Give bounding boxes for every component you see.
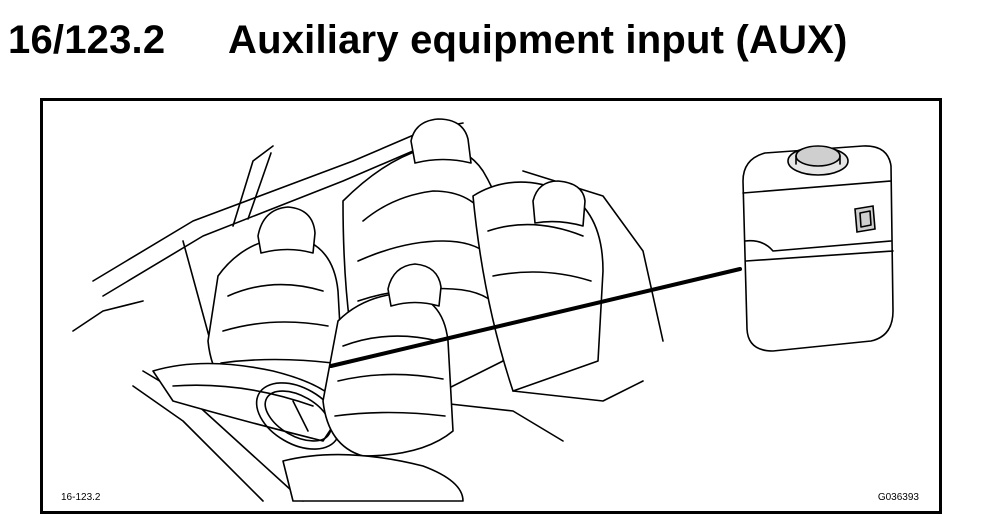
front-right-seat (282, 263, 464, 502)
figure-caption-left: 16-123.2 (61, 492, 101, 503)
aux-unit-icon (742, 145, 894, 352)
section-heading: 16/123.2 Auxiliary equipment input (AUX) (8, 10, 848, 70)
front-left-seat (152, 206, 344, 442)
figure-caption-right: G036393 (877, 492, 919, 503)
illustration-frame: 16-123.2 G036393 (40, 98, 942, 514)
section-number: 16/123.2 (8, 17, 166, 62)
section-title: Auxiliary equipment input (AUX) (228, 17, 848, 62)
car-interior-illustration (72, 118, 894, 502)
pointer-line (329, 267, 742, 368)
